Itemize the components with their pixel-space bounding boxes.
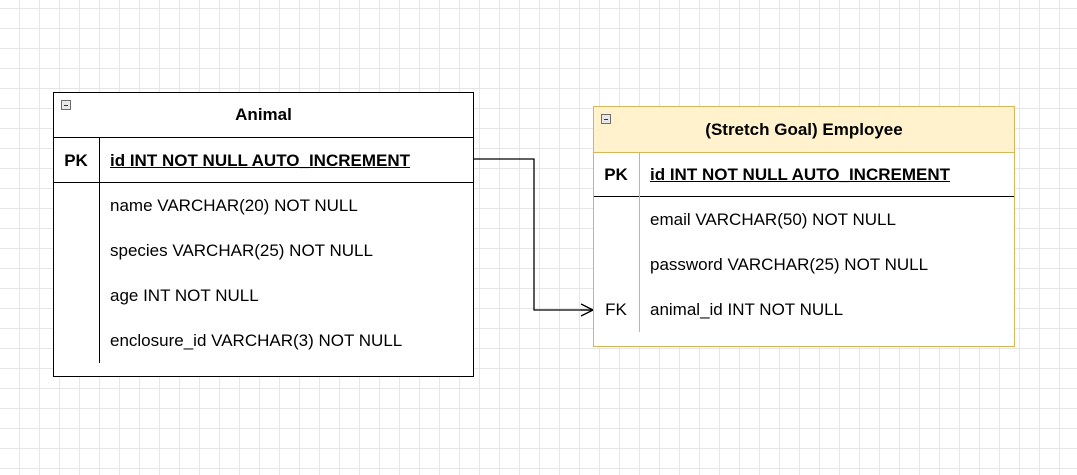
field-row[interactable]: age INT NOT NULL [54,273,473,318]
pk-field: id INT NOT NULL AUTO_INCREMENT [110,151,411,170]
key-column-divider [639,152,640,332]
field-name: name VARCHAR(20) NOT NULL [110,196,358,215]
employee-table[interactable]: (Stretch Goal) Employee PK id INT NOT NU… [593,106,1015,347]
collapse-icon[interactable] [61,100,71,110]
field-age: age INT NOT NULL [110,286,259,305]
fk-label: FK [605,299,627,319]
pk-label: PK [64,150,88,170]
pk-field: id INT NOT NULL AUTO_INCREMENT [650,165,951,184]
collapse-icon[interactable] [601,114,611,124]
field-password: password VARCHAR(25) NOT NULL [650,255,929,274]
fk-row[interactable]: FK animal_id INT NOT NULL [594,287,1014,332]
field-row[interactable]: email VARCHAR(50) NOT NULL [594,197,1014,242]
field-animal-id: animal_id INT NOT NULL [650,300,844,319]
pk-row[interactable]: PK id INT NOT NULL AUTO_INCREMENT [594,152,1014,197]
field-enclosure-id: enclosure_id VARCHAR(3) NOT NULL [110,331,403,350]
field-row[interactable]: password VARCHAR(25) NOT NULL [594,242,1014,287]
pk-label: PK [604,164,628,184]
pk-row[interactable]: PK id INT NOT NULL AUTO_INCREMENT [54,138,473,183]
connector-line [474,158,593,311]
header-divider [54,137,473,138]
table-title: Animal [235,105,292,124]
field-species: species VARCHAR(25) NOT NULL [110,241,373,260]
table-title: (Stretch Goal) Employee [594,107,1014,153]
field-email: email VARCHAR(50) NOT NULL [650,210,896,229]
pk-divider [594,196,1014,197]
pk-divider [54,182,473,183]
crows-foot-many-icon [580,303,594,317]
animal-table[interactable]: Animal PK id INT NOT NULL AUTO_INCREMENT… [53,92,474,377]
field-row[interactable]: name VARCHAR(20) NOT NULL [54,183,473,228]
field-row[interactable]: enclosure_id VARCHAR(3) NOT NULL [54,318,473,363]
key-column-divider [99,138,100,363]
field-row[interactable]: species VARCHAR(25) NOT NULL [54,228,473,273]
